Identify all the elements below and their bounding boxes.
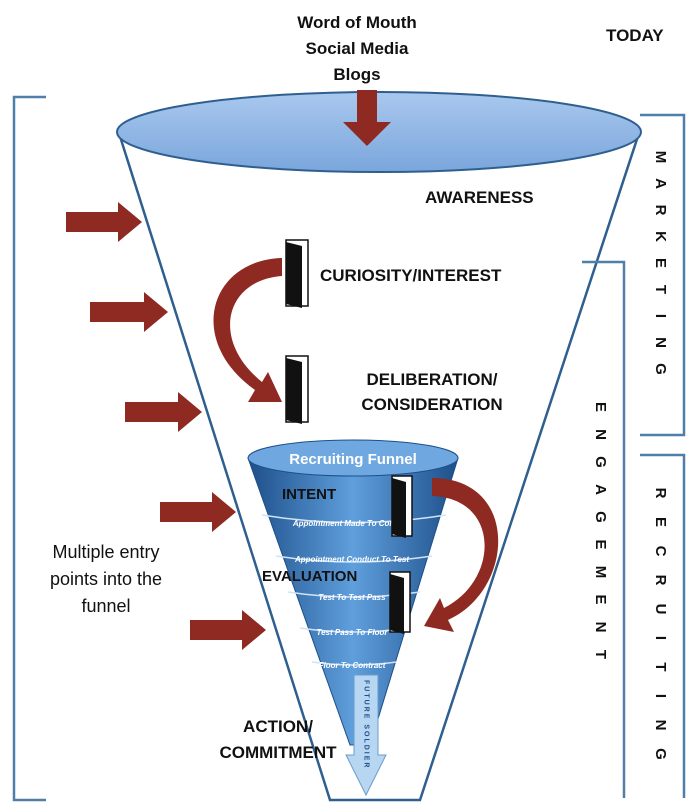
side-note-line2: points into the [50,569,162,589]
band-label-4: Test Pass To Floor [317,628,389,637]
vertical-letter: R [652,575,669,586]
vertical-letter: T [652,662,669,671]
bracket-engagement [582,260,626,798]
entry-arrow-4 [160,492,236,532]
band-label-1: Appointment Made To Conduct [292,519,412,528]
vertical-letter: R [652,488,669,499]
vertical-letter: C [652,546,669,557]
vertical-letter: E [652,258,669,268]
label-marketing: M A R K E T I N G [652,151,669,375]
source-arrow-down [343,90,391,146]
entry-arrow-5 [190,610,266,650]
future-soldier-label: FUTURE SOLDIER [363,680,370,769]
vertical-letter: G [652,748,669,760]
bracket-left [12,95,46,802]
vertical-letter: N [592,429,609,440]
entry-arrow-2 [90,292,168,332]
vertical-letter: T [652,285,669,294]
source-social-media: Social Media [306,39,410,58]
source-blogs: Blogs [333,65,380,84]
entry-arrows [66,202,266,650]
vertical-letter: N [652,720,669,731]
side-note-line1: Multiple entry [52,542,159,562]
stage-action-line2: COMMITMENT [219,743,337,762]
inner-funnel-title: Recruiting Funnel [289,451,417,468]
vertical-letter: K [652,231,669,242]
label-engagement: E N G A G E M E N T [592,402,609,659]
door-icon-3 [391,475,413,538]
vertical-letter: R [652,205,669,216]
vertical-letter: E [592,402,609,412]
door-icon-4 [389,571,411,634]
vertical-letter: G [592,456,609,468]
band-label-3: Test To Test Pass [318,593,386,602]
entry-arrow-1 [66,202,142,242]
vertical-letter: I [652,694,669,698]
vertical-letter: E [592,594,609,604]
stage-curiosity: CURIOSITY/INTEREST [320,266,502,285]
band-label-5: Floor To Contract [319,661,386,670]
bracket-recruiting [640,453,686,798]
vertical-letter: E [652,517,669,527]
door-icon-1 [285,239,309,308]
stage-evaluation: EVALUATION [262,568,357,585]
vertical-letter: A [592,484,609,495]
stage-deliberation-line2: CONSIDERATION [361,395,502,414]
vertical-letter: I [652,636,669,640]
vertical-letter: M [652,151,669,164]
vertical-letter: U [652,604,669,615]
side-note-line3: funnel [81,596,130,616]
stage-deliberation-line1: DELIBERATION/ [367,370,498,389]
vertical-letter: N [592,622,609,633]
vertical-letter: I [652,314,669,318]
curved-arrow-right [424,478,499,632]
vertical-letter: N [652,337,669,348]
vertical-letter: G [652,363,669,375]
vertical-letter: M [592,566,609,579]
today-label: TODAY [606,26,664,45]
door-icon-2 [285,355,309,424]
label-recruiting: R E C R U I T I N G [652,488,669,760]
stage-intent: INTENT [282,486,336,503]
stage-action-line1: ACTION/ [243,717,313,736]
bracket-marketing [640,113,686,437]
band-label-2: Appointment Conduct To Test [294,555,409,564]
curved-arrow-left [213,258,282,402]
stage-awareness: AWARENESS [425,188,534,207]
vertical-letter: A [652,178,669,189]
vertical-letter: G [592,511,609,523]
vertical-letter: E [592,539,609,549]
vertical-letter: T [592,650,609,659]
entry-arrow-3 [125,392,202,432]
source-word-of-mouth: Word of Mouth [297,13,417,32]
